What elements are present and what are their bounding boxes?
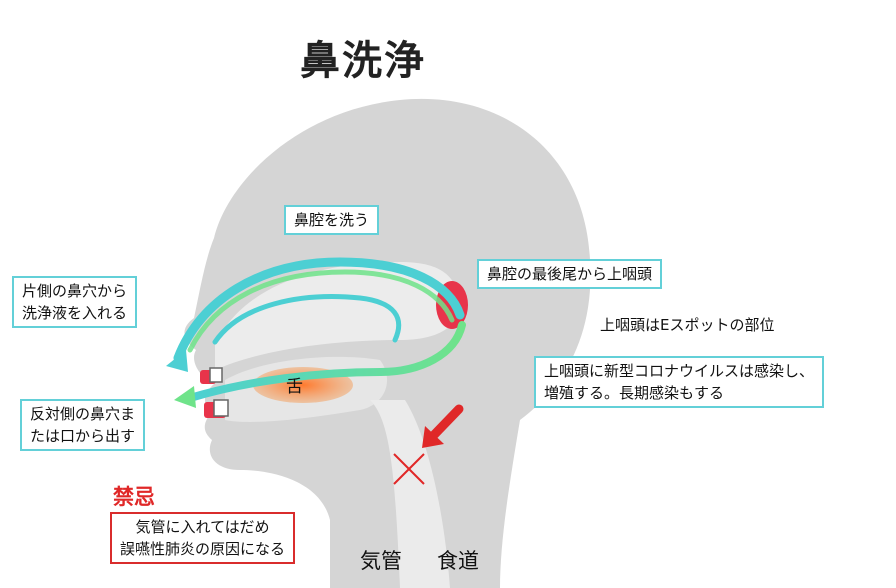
flow-path-upper-green xyxy=(187,269,455,353)
nasal-cavity xyxy=(215,262,461,370)
label-inject: 片側の鼻穴から 洗浄液を入れる xyxy=(12,276,138,328)
inject-arrowhead xyxy=(166,350,188,372)
label-corona-line2: 増殖する。長期感染もする xyxy=(544,384,725,402)
label-exit-line1: 反対側の鼻穴ま xyxy=(30,405,136,423)
flow-path-inner xyxy=(212,294,402,345)
label-esophagus: 食道 xyxy=(437,549,479,573)
label-corona: 上咽頭に新型コロナウイルスは感染し、 増殖する。長期感染もする xyxy=(534,356,825,408)
nostril-insert xyxy=(209,367,223,383)
label-epipharynx-spot: 上咽頭はEスポットの部位 xyxy=(600,316,775,334)
label-exit-line2: たは口から出す xyxy=(30,427,136,445)
label-trachea: 気管 xyxy=(360,549,402,573)
label-corona-line1: 上咽頭に新型コロナウイルスは感染し、 xyxy=(544,362,815,380)
label-warning-line1: 気管に入れてはだめ xyxy=(135,518,270,536)
label-warning-line2: 誤嚥性肺炎の原因になる xyxy=(120,540,286,558)
warning-arrow-shaft xyxy=(428,404,464,441)
label-posterior: 鼻腔の最後尾から上咽頭 xyxy=(477,259,663,289)
label-wash-cavity-text: 鼻腔を洗う xyxy=(294,211,370,229)
flow-path-lower xyxy=(186,321,466,402)
label-posterior-text: 鼻腔の最後尾から上咽頭 xyxy=(487,265,653,283)
label-warning: 気管に入れてはだめ 誤嚥性肺炎の原因になる xyxy=(110,512,296,564)
label-inject-line2: 洗浄液を入れる xyxy=(22,304,128,322)
pharynx xyxy=(370,400,450,588)
label-exit: 反対側の鼻穴ま たは口から出す xyxy=(20,399,146,451)
page-title: 鼻洗浄 xyxy=(300,38,426,84)
exit-arrowhead xyxy=(174,386,196,408)
label-wash-cavity: 鼻腔を洗う xyxy=(284,205,380,235)
label-forbidden: 禁忌 xyxy=(113,485,155,509)
flow-path-upper xyxy=(173,257,465,363)
warning-arrowhead xyxy=(422,426,444,448)
mouth-insert xyxy=(213,399,229,417)
cross-mark-b xyxy=(393,453,425,485)
label-inject-line1: 片側の鼻穴から xyxy=(22,282,128,300)
label-tongue: 舌 xyxy=(286,377,303,397)
